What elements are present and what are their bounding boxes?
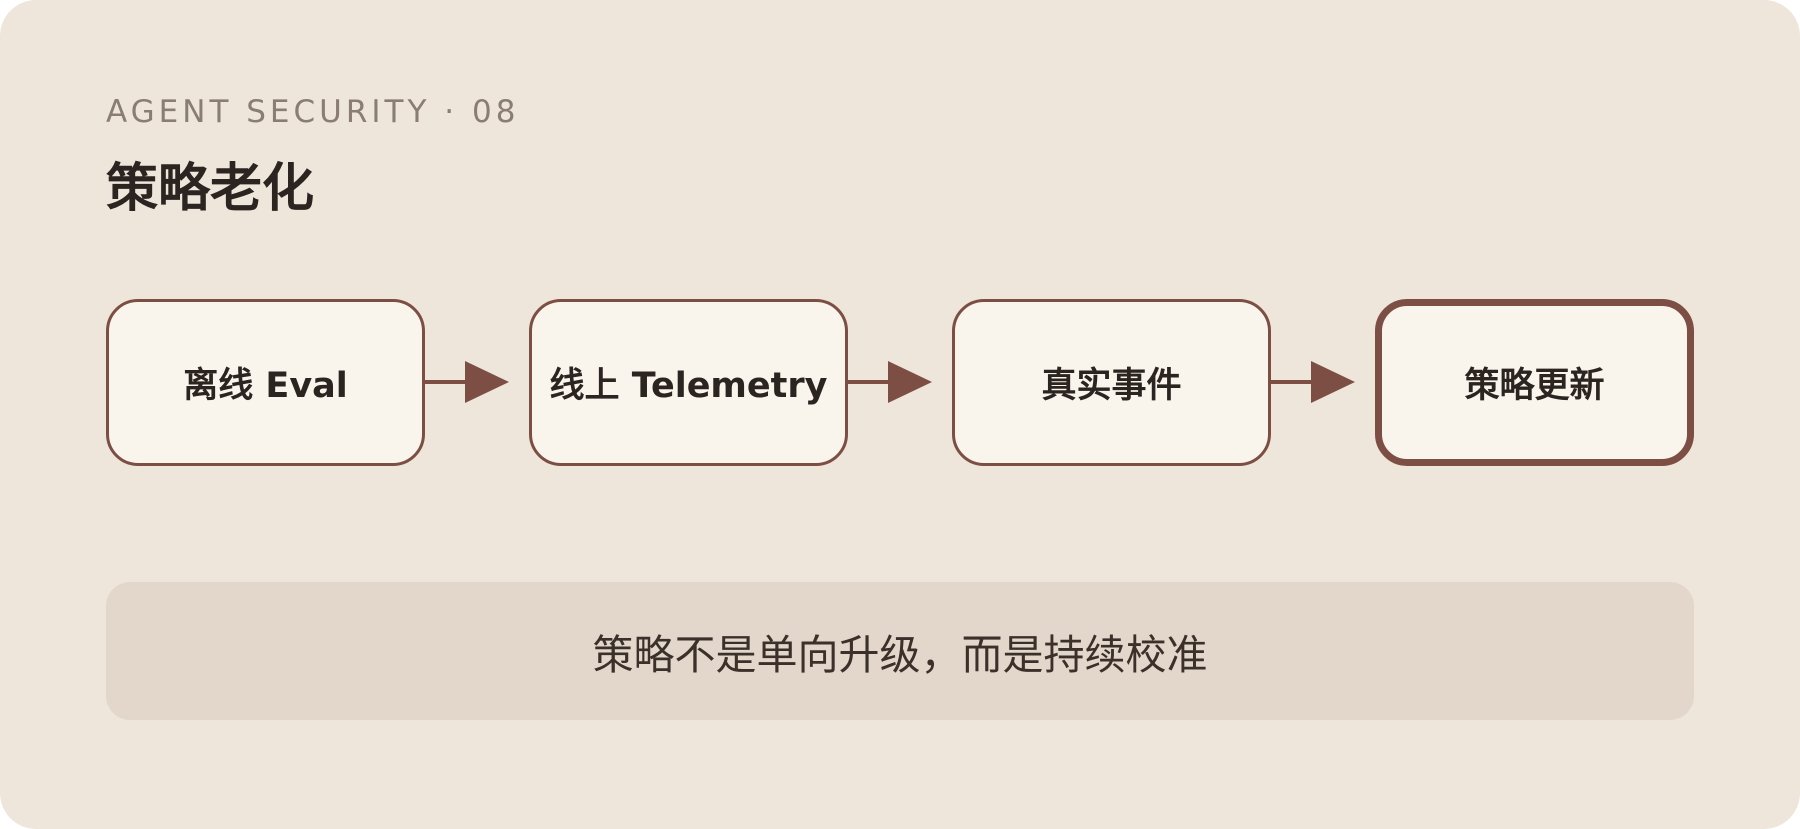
arrow-right-icon [1271, 361, 1355, 403]
takeaway-note: 策略不是单向升级，而是持续校准 [106, 582, 1694, 720]
flow-step-label: 真实事件 [1041, 366, 1182, 406]
flow-step-label: 策略更新 [1464, 366, 1605, 406]
flow-step-real-incidents: 真实事件 [952, 299, 1271, 466]
flow-step-label: 线上 Telemetry [549, 366, 828, 406]
arrow-right-icon [425, 361, 509, 403]
flow-step-online-telemetry: 线上 Telemetry [529, 299, 848, 466]
arrow-right-icon [848, 361, 932, 403]
flow-step-offline-eval: 离线 Eval [106, 299, 425, 466]
section-eyebrow: AGENT SECURITY · 08 [106, 94, 520, 130]
slide-title: 策略老化 [106, 159, 315, 219]
flow-step-label: 离线 Eval [183, 366, 348, 406]
flow-step-policy-update: 策略更新 [1375, 299, 1694, 466]
takeaway-text: 策略不是单向升级，而是持续校准 [592, 631, 1208, 679]
